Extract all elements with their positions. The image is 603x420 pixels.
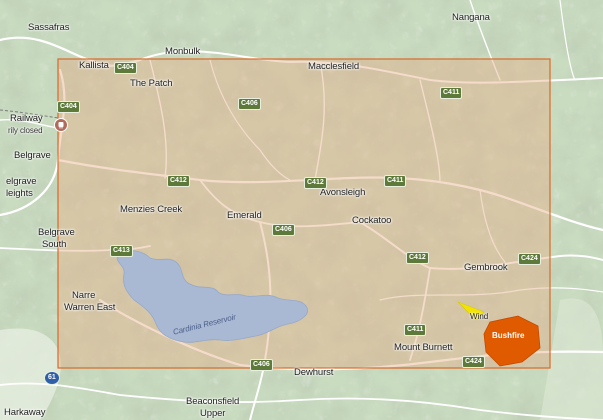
label-avonsleigh: Avonsleigh [320, 187, 366, 198]
road-shield-c404: C404 [57, 101, 80, 113]
road-shield-61: 61 [44, 371, 60, 385]
label-narre-warren-east-1: Narre [72, 290, 96, 301]
label-belgrave: Belgrave [14, 150, 51, 161]
label-emerald: Emerald [227, 210, 262, 221]
bushfire-zone [483, 315, 541, 367]
road-shield-c411: C411 [440, 87, 463, 99]
label-kallista: Kallista [79, 60, 109, 71]
road-shield-c411: C411 [384, 175, 407, 187]
label-menzies-creek: Menzies Creek [120, 204, 183, 215]
label-cockatoo: Cockatoo [352, 215, 392, 226]
railway-line [0, 109, 59, 119]
label-belgrave-south-2: South [42, 239, 67, 250]
label-the-patch: The Patch [130, 78, 173, 89]
label-belgrave-heights-1: elgrave [6, 176, 37, 187]
label-mount-burnett: Mount Burnett [394, 342, 453, 353]
label-harkaway: Harkaway [4, 407, 46, 418]
label-railway: Railway [10, 113, 43, 124]
road-shield-c406: C406 [272, 224, 295, 236]
railway-poi-icon[interactable] [54, 118, 68, 132]
road-shield-c424: C424 [518, 253, 541, 265]
label-monbulk: Monbulk [165, 46, 201, 57]
road-shield-c404: C404 [114, 62, 137, 74]
label-dewhurst: Dewhurst [294, 367, 334, 378]
label-belgrave-heights-2: leights [6, 188, 33, 199]
road-shield-c412: C412 [406, 252, 429, 264]
label-nangana: Nangana [452, 12, 490, 23]
road-shield-c413: C413 [110, 245, 133, 257]
label-narre-warren-east-2: Warren East [64, 302, 116, 313]
road-shield-c412: C412 [167, 175, 190, 187]
road-shield-c406: C406 [238, 98, 261, 110]
road-shield-c412: C412 [304, 177, 327, 189]
road-shield-c424: C424 [462, 356, 485, 368]
cardinia-reservoir-lake [116, 250, 308, 343]
label-beaconsfield-upper-1: Beaconsfield [186, 396, 240, 407]
wind-label: Wind [470, 312, 489, 321]
bushfire-label: Bushfire [492, 331, 525, 340]
label-gembrook: Gembrook [464, 262, 508, 273]
label-macclesfield: Macclesfield [308, 61, 360, 72]
road-shield-c411: C411 [404, 324, 427, 336]
label-railway-status: rily closed [8, 126, 43, 135]
label-belgrave-south-1: Belgrave [38, 227, 75, 238]
label-beaconsfield-upper-2: Upper [200, 408, 226, 419]
wind-arrow [457, 301, 485, 321]
road-shield-c406: C406 [250, 359, 273, 371]
label-sassafras: Sassafras [28, 22, 70, 33]
